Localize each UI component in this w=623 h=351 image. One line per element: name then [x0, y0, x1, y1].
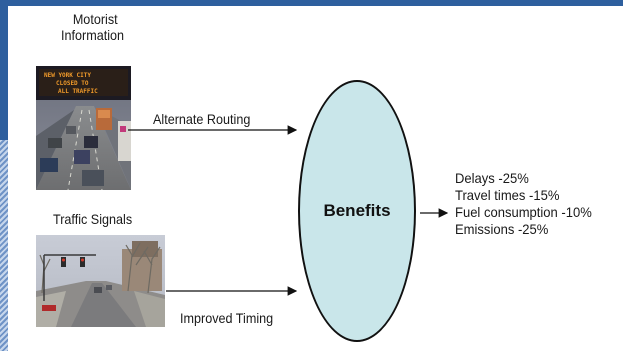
motorist-information-label: Motorist Information: [61, 11, 124, 43]
benefit-fuel-consumption: Fuel consumption -10%: [455, 204, 592, 220]
benefit-delays: Delays -25%: [455, 170, 529, 186]
benefits-label: Benefits: [323, 201, 391, 220]
svg-text:CLOSED TO: CLOSED TO: [56, 80, 89, 87]
benefit-emissions: Emissions -25%: [455, 221, 549, 237]
benefits-ellipse: [298, 80, 416, 342]
improved-timing-label: Improved Timing: [180, 310, 274, 326]
alternate-routing-label: Alternate Routing: [153, 111, 251, 127]
traffic-signals-label: Traffic Signals: [53, 211, 133, 227]
highway-sign-photo: NEW YORK CITY CLOSED TO ALL TRAFFIC: [36, 66, 131, 190]
svg-text:ALL TRAFFIC: ALL TRAFFIC: [58, 88, 98, 95]
traffic-signals-photo: [36, 235, 165, 327]
svg-text:NEW YORK CITY: NEW YORK CITY: [44, 72, 91, 79]
benefit-travel-times: Travel times -15%: [455, 187, 560, 203]
benefits-list: Delays -25% Travel times -15% Fuel consu…: [455, 170, 602, 238]
motorist-label-line2: Information: [61, 27, 125, 43]
motorist-label-line1: Motorist: [72, 11, 118, 27]
